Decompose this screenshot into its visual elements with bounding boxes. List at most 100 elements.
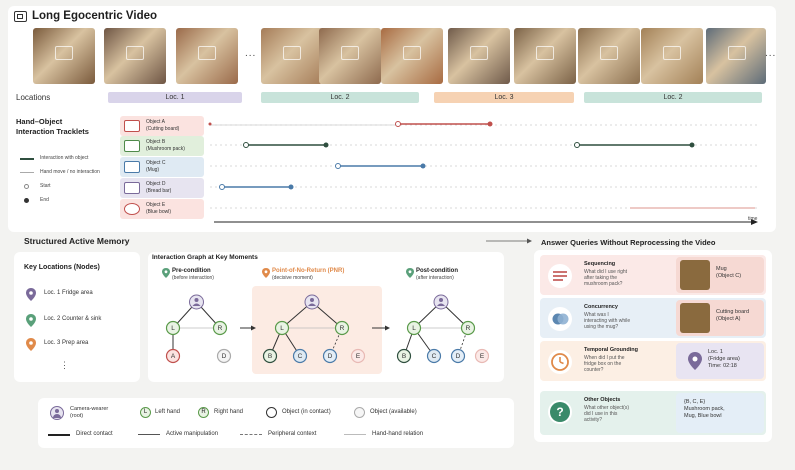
graph-legend-panel [38,398,514,448]
graph-node-label: E [480,353,485,360]
clock-icon [551,353,569,371]
answer-text: Mug (Object C) [716,266,742,279]
video-frame-thumbnail [176,28,238,84]
location-pin-icon [26,288,36,301]
legend-interaction-line [20,158,34,160]
graph-node-label: R [340,325,345,332]
locations-label: Locations [16,93,51,102]
time-arrow [751,219,758,225]
graph-node-R [460,320,476,336]
key-location-label: Loc. 3 Prep area [44,340,89,346]
graph-title: Interaction Graph at Key Moments [152,254,258,261]
object-e-desc: (Blue bowl) [146,208,172,215]
query-title: Sequencing [584,261,616,267]
legend-end-marker [24,198,29,203]
location-pin-icon [688,352,702,370]
query-title: Temporal Grounding [584,347,638,353]
bread-bar-icon [124,182,140,194]
camera-wearer-icon [50,406,64,420]
query-icon: ? [548,400,572,424]
loc-bar-3: Loc. 3 [434,92,574,103]
legend-right-hand: Right hand [214,409,244,415]
video-frame-thumbnail [104,28,166,84]
object-row-b: Object B(Mushroom pack) [120,136,204,156]
person-body [192,303,201,306]
key-locations-title: Key Locations (Nodes) [24,264,100,271]
graph-node-D [216,348,232,364]
answer-thumbnail [680,260,710,290]
frame-highlight [728,46,746,60]
peripheral-context-line [240,434,262,435]
track-c-start [335,163,341,169]
graph-node-label: A [171,353,176,360]
video-frame-thumbnail [33,28,95,84]
query-answer: Cutting board (Object A) [676,300,764,336]
graph-node-label: E [356,353,361,360]
object-a-desc: (Cutting board) [146,125,180,132]
query-title: Concurrency [584,304,618,310]
moment-post-sub: (after interaction) [416,275,454,281]
frame-highlight [600,46,618,60]
query-answer: Mug (Object C) [676,257,764,293]
object-e-name: Object E [146,202,166,208]
active-manipulation-line [138,434,160,435]
right-hand-node-icon: R [198,407,209,418]
graph-node-D [450,348,466,364]
graph-node-label: C [298,353,303,360]
loc-bar-2: Loc. 2 [261,92,419,103]
person-icon [194,298,199,302]
graph-node-E [350,348,366,364]
moment-pnr-sub: (decisive moment) [272,275,313,281]
direct-contact-line [48,434,70,436]
legend-active-manipulation: Active manipulation [166,431,219,437]
person-icon [439,298,443,302]
object-c-desc: (Mug) [146,166,160,173]
query-text: What did I use right after taking the mu… [584,269,628,288]
frame-highlight [470,46,488,60]
ellipsis-2: ... [765,48,777,59]
list-icon [553,271,567,281]
object-d-desc: (Bread bar) [146,187,172,194]
video-frame-thumbnail [319,28,381,84]
location-pin-icon [26,314,36,327]
graph-node-label: L [171,325,175,332]
frame-highlight [341,46,359,60]
video-frame-thumbnail [578,28,640,84]
graph-node-C [292,348,308,364]
graph-node-label: R [466,325,471,332]
graph-node-label: B [402,353,406,360]
legend-handmove-label: Hand move / no interaction [40,169,100,175]
track-b2-end [689,142,695,148]
video-frame-thumbnail [641,28,703,84]
legend-start-label: Start [40,183,51,189]
memory-to-queries-arrow [486,238,532,244]
question-icon: ? [550,402,570,422]
graph-node-L [406,320,422,336]
moment-pnr-title: Point-of-No-Return (PNR) [272,268,345,274]
frame-highlight [55,46,73,60]
blue-bowl-icon [124,203,140,215]
key-location-label: Loc. 1 Fridge area [44,290,93,296]
graph-node-label: D [222,353,227,360]
location-pin-icon [162,268,170,278]
mushroom-pack-icon [124,140,140,152]
location-pin-icon [26,338,36,351]
video-frame-thumbnail [381,28,443,84]
tracklet-timeline [208,121,760,225]
track-a-end [487,121,493,127]
location-pin-icon [406,268,414,278]
track-a-start [395,121,401,127]
object-row-c: Object C(Mug) [120,157,204,177]
object-row-e: Object E(Blue bowl) [120,199,204,219]
object-b-desc: (Mushroom pack) [146,145,185,152]
time-label: time [748,216,758,222]
loc-bar-4: Loc. 2 [584,92,762,103]
track-d-end [288,184,294,190]
video-frame-thumbnail [261,28,323,84]
moment-pre-sub: (before interaction) [172,275,214,281]
answer-text: Loc. 1 (Fridge area) Time: 02:18 [708,349,740,369]
